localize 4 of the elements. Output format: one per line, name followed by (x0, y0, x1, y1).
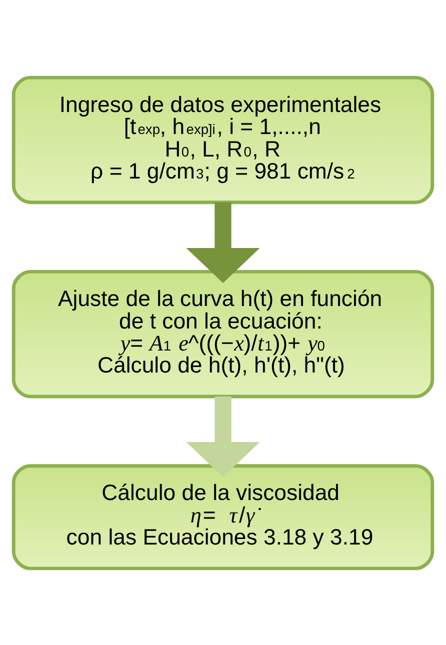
node-box: Ajuste de la curva h(t) en función de t con la ecuación: y= A1 e^(((−x)/t1))+ y0 Cálculo de h(t), h'(t), h"(t) (12, 269, 434, 398)
node-box: Cálculo de la viscosidad η= τ/γ̇ con las Ecuaciones 3.18 y 3.19 (12, 464, 434, 570)
arrow (186, 202, 260, 283)
arrow (186, 396, 260, 477)
